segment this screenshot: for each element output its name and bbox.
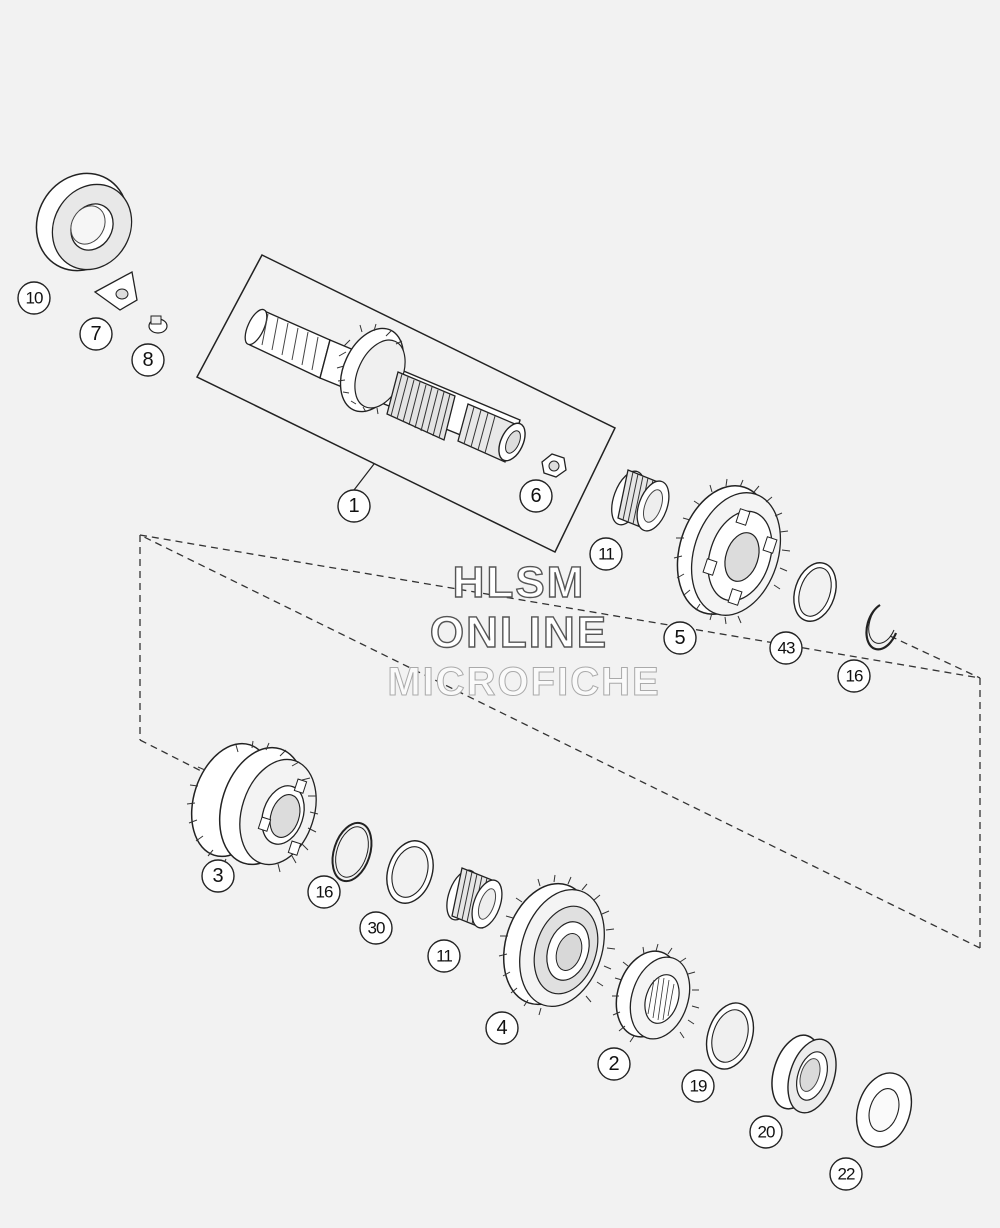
main-shaft-part-1[interactable] <box>241 306 531 464</box>
callout-label: 10 <box>26 289 43 308</box>
callout-label: 19 <box>690 1077 707 1096</box>
needle-bearing-part-11-top[interactable] <box>605 467 675 535</box>
callout-19[interactable]: 19 <box>681 1069 715 1103</box>
bearing-part-10[interactable] <box>19 157 147 288</box>
callout-label: 11 <box>436 947 452 966</box>
callout-label: 20 <box>758 1123 775 1142</box>
callout-11-top[interactable]: 11 <box>589 537 623 571</box>
callout-label: 16 <box>316 883 333 902</box>
callout-3[interactable]: 3 <box>201 859 235 893</box>
callout-label: 3 <box>212 865 223 887</box>
callout-2[interactable]: 2 <box>597 1047 631 1081</box>
callout-7[interactable]: 7 <box>79 317 113 351</box>
callout-label: 22 <box>838 1165 855 1184</box>
callout-16-top[interactable]: 16 <box>837 659 871 693</box>
callout-43[interactable]: 43 <box>769 631 803 665</box>
watermark-line-2: ONLINE <box>429 607 609 657</box>
washer-part-30[interactable] <box>379 835 441 909</box>
gear-part-5[interactable] <box>662 474 796 627</box>
callout-label: 6 <box>530 485 541 507</box>
callout-22[interactable]: 22 <box>829 1157 863 1191</box>
washer-part-43[interactable] <box>787 557 844 626</box>
callout-label: 43 <box>778 639 795 658</box>
callout-11-bottom[interactable]: 11 <box>427 939 461 973</box>
callout-16-bottom[interactable]: 16 <box>307 875 341 909</box>
circlip-part-16-top[interactable] <box>865 604 898 651</box>
bearing-part-20[interactable] <box>763 1029 844 1119</box>
gear-part-4[interactable] <box>489 872 619 1017</box>
callout-4[interactable]: 4 <box>485 1011 519 1045</box>
lock-plate-part-7[interactable] <box>93 271 138 311</box>
circlip-part-16-bottom[interactable] <box>326 818 379 886</box>
callout-label: 2 <box>608 1053 619 1075</box>
watermark-line-1: HLSM <box>452 557 586 607</box>
gear-part-2[interactable] <box>606 943 700 1047</box>
callout-label: 5 <box>674 627 685 649</box>
callout-label: 11 <box>598 545 614 564</box>
callout-5[interactable]: 5 <box>663 621 697 655</box>
watermark-line-3: MICROFICHE <box>387 660 661 705</box>
callout-label: 16 <box>846 667 863 686</box>
callout-30[interactable]: 30 <box>359 911 393 945</box>
washer-part-19[interactable] <box>699 997 762 1075</box>
callout-6[interactable]: 6 <box>519 479 553 513</box>
double-gear-part-3[interactable] <box>178 733 329 875</box>
main-shaft-group-box <box>195 254 617 554</box>
callout-label: 4 <box>496 1017 507 1039</box>
callout-10[interactable]: 10 <box>17 281 51 315</box>
callout-1[interactable]: 1 <box>337 489 371 523</box>
callout-20[interactable]: 20 <box>749 1115 783 1149</box>
nut-part-6[interactable] <box>541 453 567 478</box>
callout-label: 1 <box>348 495 359 517</box>
assembly-dashed-outline <box>139 534 981 949</box>
washer-part-22[interactable] <box>848 1066 921 1154</box>
screw-part-8[interactable] <box>148 315 168 334</box>
callout-label: 30 <box>368 919 385 938</box>
needle-bearing-part-11-bottom[interactable] <box>441 866 508 932</box>
callout-8[interactable]: 8 <box>131 343 165 377</box>
leader-line-part-1 <box>353 463 375 491</box>
callout-label: 7 <box>90 323 101 345</box>
callout-label: 8 <box>142 349 153 371</box>
